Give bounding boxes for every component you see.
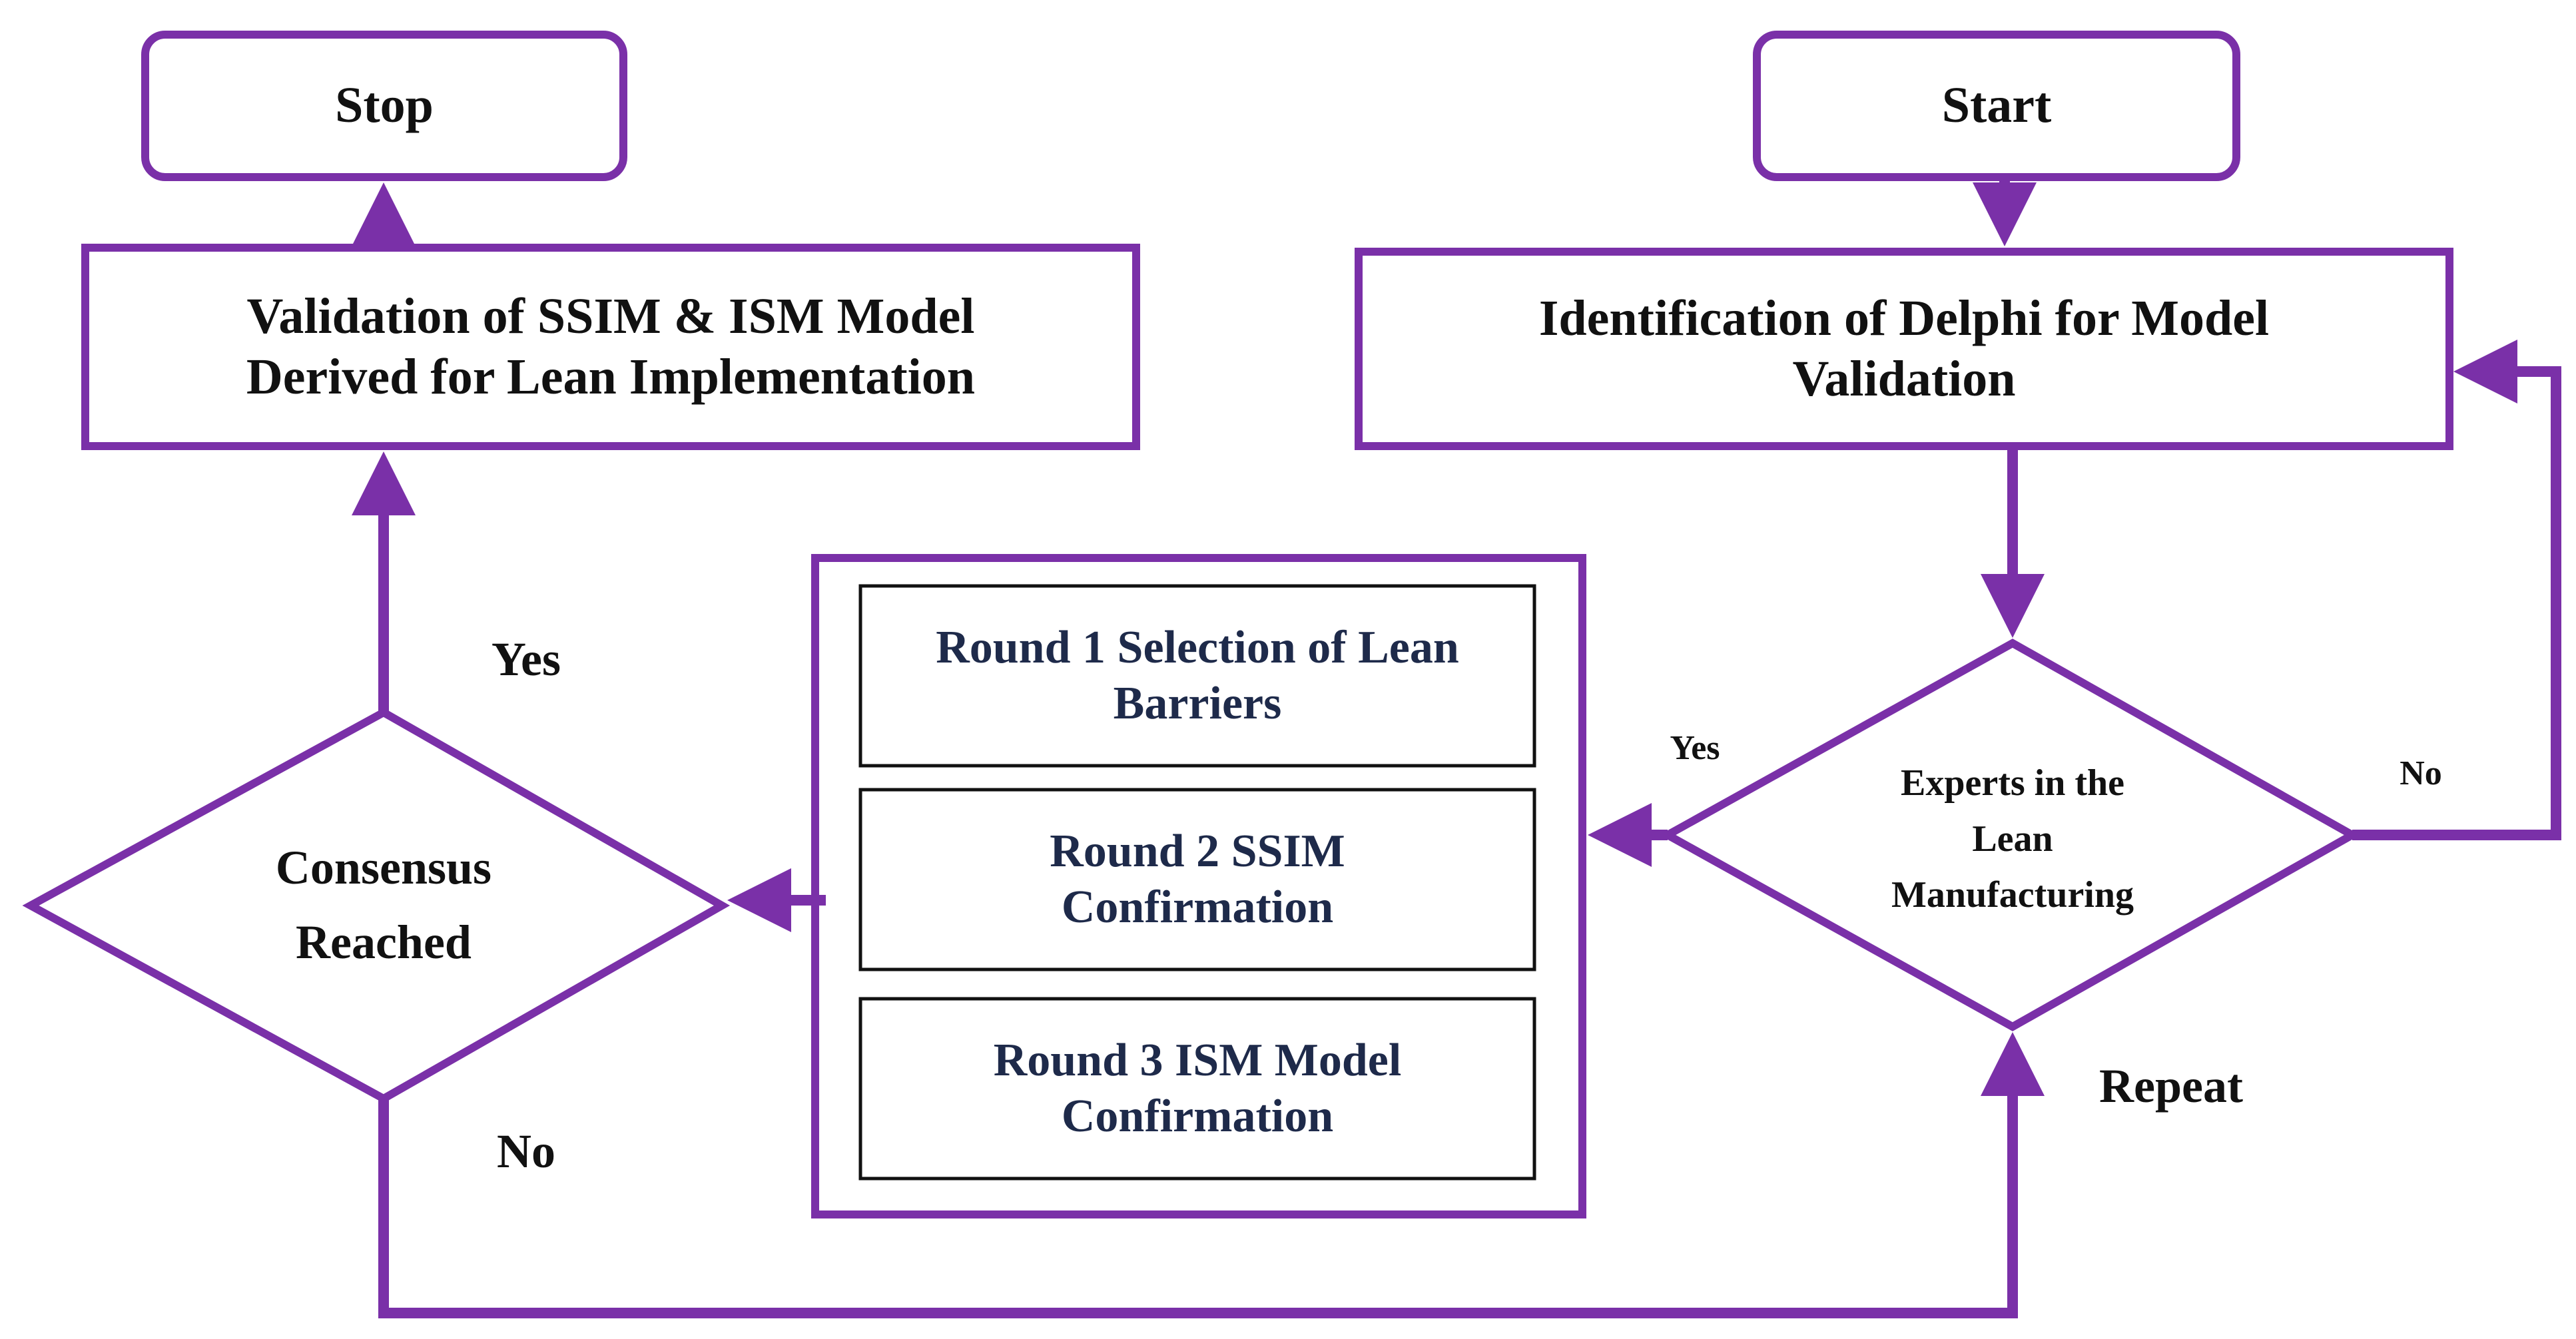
identification-label-line1: Identification of Delphi for Model xyxy=(1538,290,2270,346)
stop-box xyxy=(141,31,627,181)
arrow-consensus-no-repeat xyxy=(378,1032,2045,1318)
round3-box xyxy=(858,997,1536,1181)
consensus-label: Consensus Reached xyxy=(190,812,577,999)
experts-diamond xyxy=(1659,639,2361,1031)
start-box xyxy=(1753,31,2240,181)
experts-label: Experts in the Lean Manufacturing xyxy=(1825,746,2200,932)
edge-label-consensus-no: No xyxy=(497,1124,555,1178)
round3-label: Round 3 ISM Model Confirmation xyxy=(860,999,1534,1179)
experts-label-line1: Experts in the xyxy=(1901,762,2124,804)
edge-label-experts-yes: Yes xyxy=(1670,728,1720,767)
experts-label-line2: Lean xyxy=(1972,818,2053,860)
validation-label-line2: Derived for Lean Implementation xyxy=(246,349,976,405)
identification-label-line2: Validation xyxy=(1792,351,2016,407)
round1-label: Round 1 Selection of Lean Barriers xyxy=(860,586,1534,766)
identification-label: Identification of Delphi for Model Valid… xyxy=(1359,252,2449,446)
edge-label-repeat: Repeat xyxy=(2099,1059,2243,1113)
identification-box xyxy=(1355,248,2453,450)
round1-box xyxy=(858,584,1536,768)
round2-box xyxy=(858,788,1536,971)
validation-box xyxy=(81,244,1140,450)
stop-label: Stop xyxy=(335,77,434,134)
experts-label-line3: Manufacturing xyxy=(1891,874,2134,916)
consensus-label-line2: Reached xyxy=(296,916,472,969)
round1-label-line2: Barriers xyxy=(1113,678,1282,729)
round3-label-line2: Confirmation xyxy=(1061,1091,1334,1142)
validation-label-line1: Validation of SSIM & ISM Model xyxy=(246,288,975,344)
round1-label-line1: Round 1 Selection of Lean xyxy=(936,622,1459,673)
arrow-experts-no-loop xyxy=(2352,340,2561,840)
edge-label-experts-no: No xyxy=(2400,754,2442,792)
validation-label: Validation of SSIM & ISM Model Derived f… xyxy=(85,248,1136,446)
consensus-label-line1: Consensus xyxy=(275,841,492,895)
round2-label: Round 2 SSIM Confirmation xyxy=(860,790,1534,969)
round3-label-line1: Round 3 ISM Model xyxy=(993,1035,1402,1086)
start-label: Start xyxy=(1941,77,2052,134)
edge-label-consensus-yes: Yes xyxy=(491,632,561,686)
round2-label-line2: Confirmation xyxy=(1061,882,1334,933)
round2-label-line1: Round 2 SSIM xyxy=(1050,826,1345,877)
